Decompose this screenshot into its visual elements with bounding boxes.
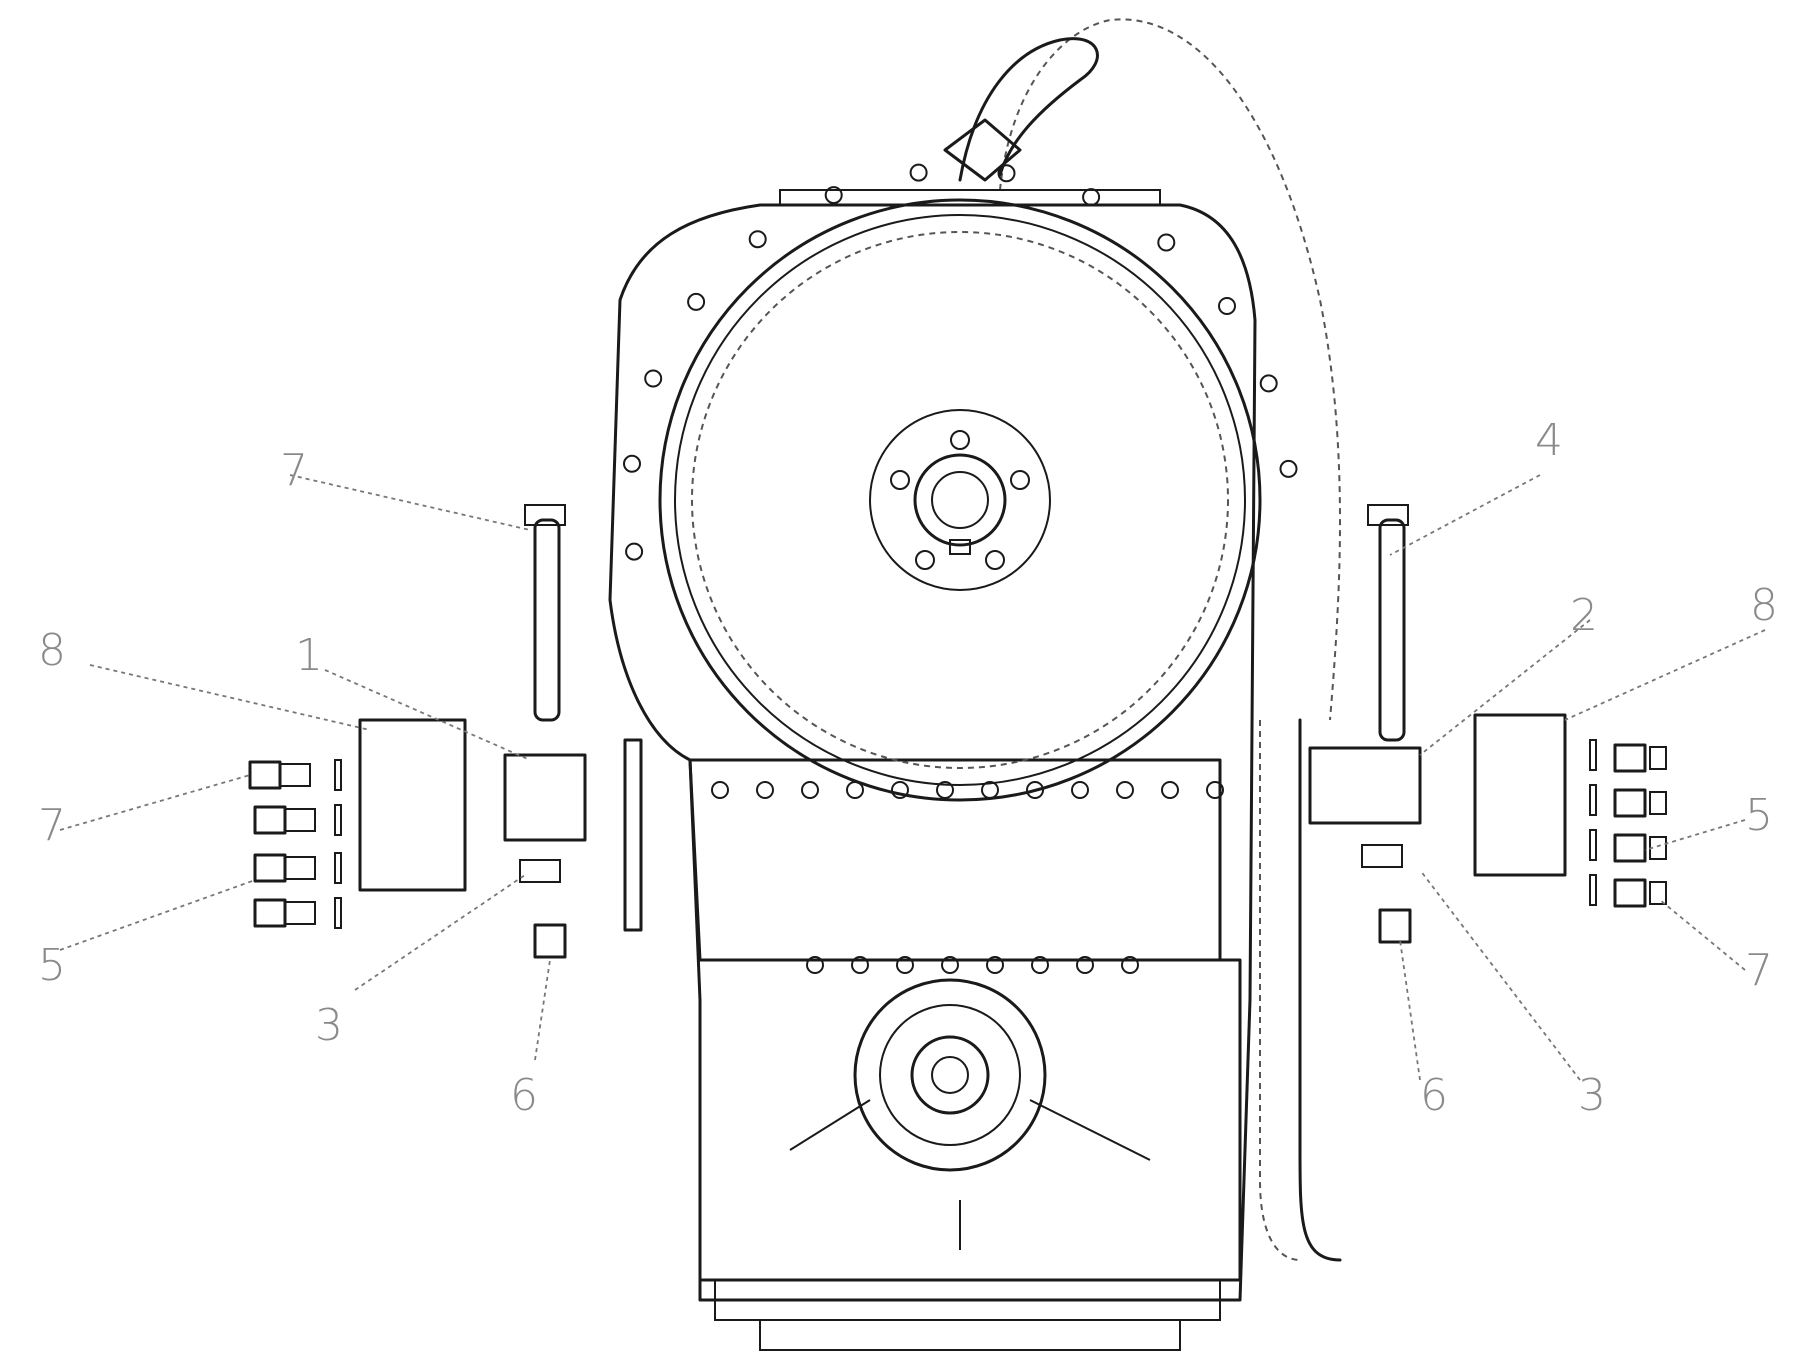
bolt-head [756,781,774,799]
callout-label: 7 [38,800,66,851]
right-bolt-1 [1613,743,1647,773]
callout-label: 3 [315,1000,343,1051]
right-bolt-2 [1613,788,1647,818]
bolt-head [1026,781,1044,799]
callout-label: 2 [1570,590,1598,641]
housing-bolts [623,163,1298,974]
bolt-head [625,542,644,561]
bolt-head [1071,781,1089,799]
right-bracket [1308,746,1422,825]
bolt-head [644,369,663,388]
bolt-head [801,781,819,799]
bolt-head [1161,781,1179,799]
flywheel [658,198,1262,802]
bolt-head [748,230,767,249]
leader-lines [59,474,1766,1081]
bolt-head [711,781,729,799]
callout-label: 4 [1535,415,1563,466]
bolt-head [1218,297,1236,315]
left-bolt-3 [253,853,287,883]
bolt-head [941,956,959,974]
bolt-head [1116,781,1134,799]
right-stud [1378,518,1406,742]
bolt-head [851,956,869,974]
callout-label: 8 [1750,580,1778,631]
transmission-housing [608,189,1257,1351]
left-bolt-4 [253,898,287,928]
bolt-head [623,454,641,473]
bolt-head [891,781,909,799]
right-bolt-3 [1613,833,1647,863]
right-parts [1308,504,1667,944]
left-mount-block [358,718,467,892]
bolt-head [1279,459,1298,478]
left-bolt-2 [253,805,287,835]
callout-label: 7 [1745,945,1773,996]
callout-label: 3 [1578,1070,1606,1121]
bolt-head [1259,374,1278,393]
left-parts [248,504,643,959]
side-pipe [1259,718,1342,1262]
bolt-head [806,956,824,974]
left-bracket [503,753,587,842]
left-nut [533,923,567,959]
bolt-head [1121,956,1139,974]
right-stud-cap [1367,504,1409,526]
callout-label: 7 [280,445,308,496]
bolt-head [1157,233,1176,252]
callouts: 7 8 1 7 5 3 6 4 2 8 5 7 6 3 [38,415,1778,1121]
left-stud [533,518,561,722]
hose [943,18,1341,721]
callout-label: 8 [38,625,66,676]
bolt-head [687,292,706,311]
bolt-head [997,164,1016,183]
bolt-head [909,163,928,182]
callout-label: 5 [38,940,66,991]
bolt-head [1206,781,1224,799]
right-bolt-4 [1613,878,1647,908]
right-nut [1378,908,1412,944]
left-bracket-plate [623,738,643,932]
left-washer [519,859,561,883]
callout-label: 5 [1745,790,1773,841]
bolt-head [986,956,1004,974]
bolt-head [896,956,914,974]
bolt-head [824,186,843,205]
bolt-head [1082,188,1101,207]
callout-label: 1 [295,630,323,681]
right-washer [1361,844,1403,868]
left-bolt-1 [248,760,282,790]
left-stud-cap [524,504,566,526]
bolt-head [936,781,954,799]
callout-label: 6 [510,1070,538,1121]
callout-label: 6 [1420,1070,1448,1121]
output-flange [789,978,1151,1250]
bolt-head [1031,956,1049,974]
bolt-head [1076,956,1094,974]
right-mount-block [1473,713,1567,877]
